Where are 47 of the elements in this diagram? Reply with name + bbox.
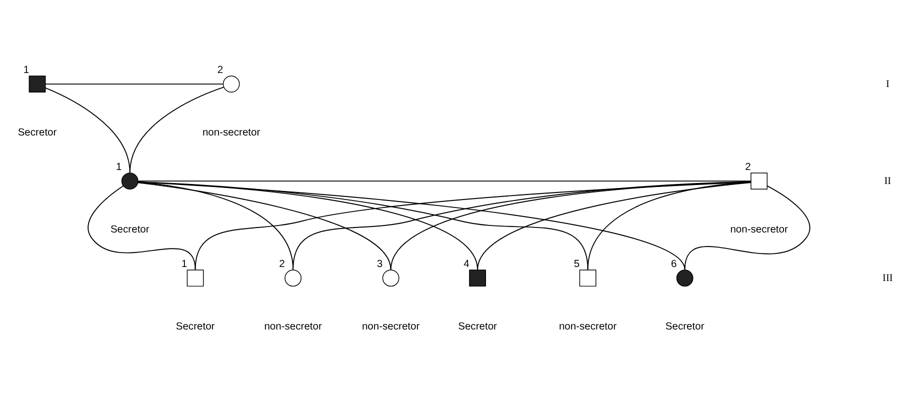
node-box [186,270,204,287]
connector [390,181,752,270]
node-label: 2 [745,162,751,174]
node-label: non-secretor [264,321,322,332]
node-circle [382,270,400,287]
node-circle [284,270,302,287]
node-label: 4 [464,259,470,270]
connector [138,182,478,270]
node-label: Secretor [18,127,57,138]
node-box [469,270,486,287]
node-label: 1 [181,259,188,270]
label: II [884,176,892,187]
node-label: Secretor [110,224,150,236]
node-label: Secretor [176,321,215,332]
node-label: 1 [23,65,30,76]
node-circle [121,172,138,190]
node-label: 1 [116,162,122,174]
connector [684,185,810,270]
node-label: non-secretor [558,321,617,332]
node-box [750,172,768,190]
node-label: non-secretor [362,321,420,332]
node-label: 2 [279,259,285,270]
node-label: 6 [670,259,677,270]
connector [292,181,752,270]
node-label: 2 [217,65,224,76]
node-label: 5 [574,259,580,270]
node-label: Secretor [458,321,497,332]
connector [138,182,392,270]
connector [129,86,224,174]
node-circle [222,76,240,92]
node-circle [676,270,694,287]
node-label: non-secretor [730,224,788,236]
node-label: non-secretor [202,127,260,138]
connector [138,180,752,182]
connector [194,182,752,270]
connector [137,182,686,270]
connector [477,182,752,270]
connector [587,182,752,270]
node-box [579,270,596,287]
connector [138,182,588,270]
label: III [882,272,893,284]
connector [88,186,196,270]
label: I [886,78,890,90]
connector [44,84,224,85]
node-label: Secretor [665,321,704,332]
node-box [28,76,46,92]
node-label: 3 [376,259,383,270]
